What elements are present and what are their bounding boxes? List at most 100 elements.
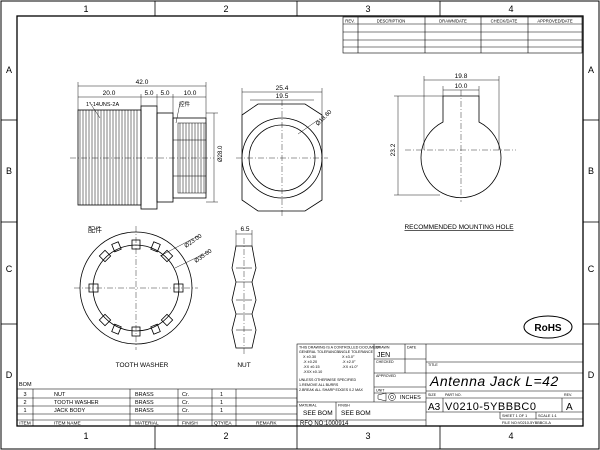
svg-text:JACK BODY: JACK BODY [54, 408, 86, 414]
tol-line-1: X ±0.30 [303, 355, 316, 359]
rfq-number: RFQ NO:1000914 [300, 421, 349, 427]
washer-dimensions [159, 235, 209, 269]
zone-col-2-top: 2 [223, 4, 228, 14]
note-line-2: 1.REMOVE ALL BURRS [299, 383, 339, 387]
dim-hole-width: 19.8 [455, 73, 468, 80]
svg-text:1: 1 [220, 408, 223, 414]
note-mark: 控件 [179, 100, 191, 108]
tol-line-4: .XXX ±0.10 [303, 370, 322, 374]
drawing-title: Antenna Jack L=42 [429, 373, 559, 389]
size-label: SIZE [428, 393, 437, 397]
svg-text:FINISH: FINISH [182, 421, 198, 427]
svg-text:ITEM NAME: ITEM NAME [54, 421, 81, 427]
zone-row-d-right: D [588, 370, 595, 380]
material-label: MATERIAL [299, 404, 317, 408]
svg-text:BRASS: BRASS [135, 408, 154, 414]
dim-hole-height: 23.2 [390, 143, 397, 156]
dim-step-b: 5.0 [160, 90, 169, 97]
zone-col-1-bottom: 1 [83, 431, 88, 441]
dim-washer-inner: Ø23.00 [184, 233, 204, 250]
zone-row-d-left: D [6, 370, 13, 380]
material-value: SEE BOM [303, 410, 333, 417]
bom-row: 2 TOOTH WASHER BRASS Cr. 1 [23, 400, 223, 406]
bom-title: BOM [19, 382, 32, 388]
title-label: TITLE [428, 363, 438, 367]
zone-col-2-bottom: 2 [223, 431, 228, 441]
note-line-3: 2.BREAK ALL SHARP EDGES 0.2 MAX [299, 388, 364, 392]
nut-label: NUT [237, 362, 250, 369]
thread-hatching [79, 110, 138, 205]
svg-text:Cr.: Cr. [182, 392, 190, 398]
drawn-by: JEN [377, 352, 390, 359]
part-no-label: PART NO. [445, 393, 462, 397]
finish-value: SEE BOM [341, 410, 371, 417]
approved-label: APPROVED [376, 374, 396, 378]
zone-col-1-top: 1 [83, 4, 88, 14]
dim-washer-outer: Ø35.00 [194, 248, 214, 265]
tooth-washer-view [74, 226, 198, 350]
projection-symbol-icon [377, 392, 396, 402]
angle-tol-line-2: .X ±2.0° [342, 360, 356, 364]
tol-line-2: .X ±0.20 [303, 360, 317, 364]
controlled-note: THIS DRAWING IS A CONTROLLED DOCUMENT [299, 346, 381, 350]
tol-line-3: .XX ±0.15 [303, 365, 320, 369]
rev-header-drawn: DRAWN/DATE [439, 19, 467, 24]
scale-info: SCALE 1:1 [538, 414, 557, 418]
nut-side-dimensions [235, 230, 253, 246]
svg-text:RoHS: RoHS [534, 323, 562, 334]
svg-text:1: 1 [23, 408, 26, 414]
rev-header-check: CHECK/DATE [491, 19, 518, 24]
jack-body-side-view [70, 105, 214, 210]
unit-value: INCHES [400, 395, 421, 401]
angle-tol-line-3: .XX ±1.0° [342, 365, 359, 369]
dim-nut-dia: Ø18.60 [315, 109, 334, 128]
svg-text:MATERIAL: MATERIAL [135, 421, 159, 427]
svg-text:ITEM: ITEM [19, 421, 30, 427]
angle-tol-line-1: X ±3.0° [342, 355, 355, 359]
rev-header-rev: REV. [345, 19, 354, 24]
dim-hole-flat: 10.0 [455, 83, 468, 90]
general-tolerance-label: GENERAL TOLERANCE [299, 350, 339, 354]
checked-label: CHECKED [376, 360, 394, 364]
part-no-value: V0210-5YBBBC0 [445, 401, 537, 413]
dim-nut-inner: 19.5 [276, 93, 289, 100]
mounting-hole-dimensions [394, 76, 500, 196]
note-line-1: UNLESS OTHERWISE SPECIFIED [299, 378, 356, 382]
angle-tolerance-label: ANGLE TOLERANCE [338, 350, 374, 354]
mounting-hole-view [405, 90, 516, 202]
dim-step-a: 5.0 [144, 90, 153, 97]
tooth-washer-label: TOOTH WASHER [116, 362, 169, 369]
assembly-mark: 配件 [88, 225, 102, 234]
svg-text:2: 2 [23, 400, 26, 406]
svg-text:NUT: NUT [54, 392, 66, 398]
rev-label: REV. [564, 393, 572, 397]
finish-label: FINISH [338, 404, 350, 408]
date-label: DATE [407, 346, 417, 350]
zone-row-c-right: C [588, 264, 595, 274]
svg-text:Cr.: Cr. [182, 408, 190, 414]
zone-row-b-right: B [588, 166, 594, 176]
svg-text:1: 1 [220, 400, 223, 406]
dim-body-length: 10.0 [184, 90, 197, 97]
svg-text:Cr.: Cr. [182, 400, 190, 406]
rev-value: A [566, 402, 573, 413]
unit-label: UNIT [376, 389, 385, 393]
dim-thread-spec: 1"-14UNS-2A [86, 102, 119, 108]
dim-nut-width: 25.4 [276, 85, 289, 92]
bom-header-row: ITEM ITEM NAME MATERIAL FINISH QTY/EA RE… [19, 421, 277, 427]
file-no: FILE NO:V0210-5YBBBC0-A [502, 421, 551, 425]
washer-teeth [88, 239, 184, 337]
mounting-hole-label: RECOMMENDED MOUNTING HOLE [404, 224, 514, 231]
bom-rows: 3 NUT BRASS Cr. 1 2 TOOTH WASHER BRASS C… [19, 392, 277, 427]
dim-overall-length: 42.0 [136, 79, 149, 86]
dim-body-dia: Ø28.0 [218, 145, 224, 162]
title-block-grid [296, 343, 584, 427]
zone-col-3-top: 3 [365, 4, 370, 14]
jack-body-dimensions [77, 82, 218, 203]
svg-text:REMARK: REMARK [256, 421, 277, 427]
rev-header-approved: APPROVED/DATE [537, 19, 572, 24]
dim-nut-thickness: 6.5 [240, 226, 249, 233]
zone-col-4-top: 4 [508, 4, 513, 14]
